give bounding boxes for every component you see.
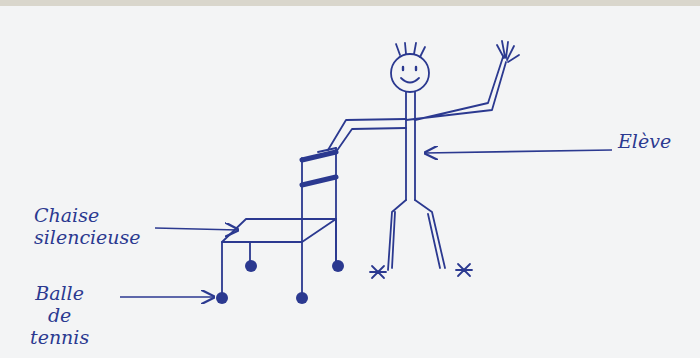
callout-label: Balle de tennis	[30, 282, 89, 348]
hand	[497, 41, 519, 62]
foot	[456, 264, 472, 276]
legs	[388, 200, 445, 270]
foot	[370, 266, 386, 278]
paper-edge	[0, 0, 700, 6]
callout-label: Elève	[618, 130, 671, 152]
body	[406, 92, 415, 200]
chair-seat	[222, 219, 336, 242]
callout-label: Chaise silencieuse	[34, 204, 141, 248]
tennis-ball	[245, 260, 257, 272]
tennis-ball	[332, 260, 344, 272]
right-arm	[406, 57, 506, 120]
eyes	[403, 67, 416, 70]
chair-crossbar	[302, 152, 336, 185]
tennis-ball	[216, 292, 228, 304]
hair	[396, 43, 425, 57]
head	[391, 54, 429, 92]
smile	[401, 78, 419, 83]
leader-arrow	[425, 150, 612, 153]
tennis-ball	[296, 292, 308, 304]
left-arm	[328, 119, 406, 152]
leader-arrow	[120, 296, 214, 298]
paper	[0, 6, 700, 358]
leader-arrow	[155, 228, 238, 230]
chair-leg	[222, 219, 336, 296]
